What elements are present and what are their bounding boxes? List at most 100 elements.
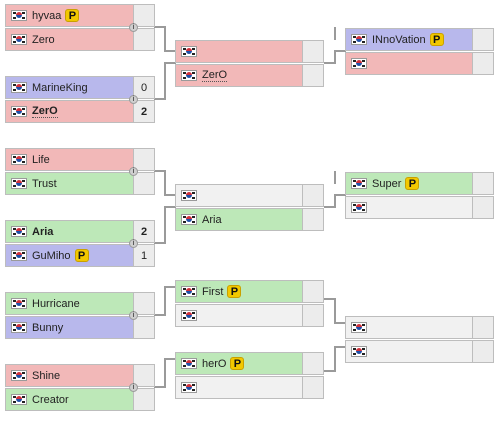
- south-korea-flag-icon: [11, 370, 27, 381]
- score-cell: [472, 172, 494, 195]
- match-info-icon[interactable]: i: [129, 311, 138, 320]
- player-name[interactable]: INnoVation: [372, 33, 426, 46]
- south-korea-flag-icon: [11, 298, 27, 309]
- score-cell: [302, 208, 324, 231]
- south-korea-flag-icon: [351, 178, 367, 189]
- score-cell: [472, 28, 494, 51]
- player-slot[interactable]: [345, 52, 473, 75]
- player-slot[interactable]: [175, 376, 303, 399]
- player-name[interactable]: GuMiho: [32, 249, 71, 262]
- player-name[interactable]: Bunny: [32, 321, 64, 334]
- player-name[interactable]: ZerO: [202, 69, 228, 82]
- player-slot[interactable]: ZerO: [175, 64, 303, 87]
- match-info-icon[interactable]: i: [129, 383, 138, 392]
- south-korea-flag-icon: [11, 82, 27, 93]
- south-korea-flag-icon: [11, 226, 27, 237]
- player-name[interactable]: Trust: [32, 177, 57, 190]
- player-name[interactable]: Life: [32, 153, 50, 166]
- premium-badge-icon: P: [429, 33, 444, 46]
- south-korea-flag-icon: [181, 286, 197, 297]
- score-cell: [302, 184, 324, 207]
- match-info-icon[interactable]: i: [129, 167, 138, 176]
- player-name[interactable]: hyvaa: [32, 9, 62, 22]
- score-cell: [472, 316, 494, 339]
- match-info-icon[interactable]: i: [129, 23, 138, 32]
- player-name[interactable]: Aria: [32, 225, 54, 238]
- player-slot[interactable]: Bunny: [5, 316, 134, 339]
- player-slot[interactable]: Zero: [5, 28, 134, 51]
- south-korea-flag-icon: [181, 382, 197, 393]
- match-info-icon[interactable]: i: [129, 239, 138, 248]
- score-cell: 0: [133, 76, 155, 99]
- match-info-icon[interactable]: i: [129, 95, 138, 104]
- player-slot[interactable]: MarineKing: [5, 76, 134, 99]
- player-name[interactable]: Aria: [202, 213, 222, 226]
- south-korea-flag-icon: [351, 322, 367, 333]
- score-cell: [133, 364, 155, 387]
- score-cell: [472, 340, 494, 363]
- premium-badge-icon: P: [230, 357, 245, 370]
- south-korea-flag-icon: [351, 58, 367, 69]
- premium-badge-icon: P: [74, 249, 89, 262]
- player-slot[interactable]: Trust: [5, 172, 134, 195]
- player-slot[interactable]: [175, 184, 303, 207]
- score-cell: [302, 352, 324, 375]
- score-cell: 2: [133, 100, 155, 123]
- south-korea-flag-icon: [11, 154, 27, 165]
- player-slot[interactable]: Aria: [175, 208, 303, 231]
- score-cell: [302, 40, 324, 63]
- player-name[interactable]: herO: [202, 357, 227, 370]
- south-korea-flag-icon: [181, 46, 197, 57]
- south-korea-flag-icon: [181, 70, 197, 81]
- south-korea-flag-icon: [181, 190, 197, 201]
- south-korea-flag-icon: [11, 10, 27, 21]
- score-cell: [133, 4, 155, 27]
- player-name[interactable]: ZerO: [32, 105, 58, 118]
- score-cell: [302, 280, 324, 303]
- player-slot[interactable]: [175, 40, 303, 63]
- score-cell: [133, 388, 155, 411]
- player-name[interactable]: Zero: [32, 33, 55, 46]
- player-slot[interactable]: ZerO: [5, 100, 134, 123]
- score-cell: [133, 172, 155, 195]
- south-korea-flag-icon: [181, 358, 197, 369]
- player-slot[interactable]: Life: [5, 148, 134, 171]
- player-name[interactable]: Super: [372, 177, 402, 190]
- south-korea-flag-icon: [181, 310, 197, 321]
- score-cell: 1: [133, 244, 155, 267]
- player-slot[interactable]: [345, 316, 473, 339]
- player-slot[interactable]: Aria: [5, 220, 134, 243]
- premium-badge-icon: P: [227, 285, 242, 298]
- player-name[interactable]: Shine: [32, 369, 61, 382]
- player-name[interactable]: MarineKing: [32, 81, 88, 94]
- player-slot[interactable]: Shine: [5, 364, 134, 387]
- south-korea-flag-icon: [11, 250, 27, 261]
- player-slot[interactable]: [175, 304, 303, 327]
- player-slot[interactable]: Hurricane: [5, 292, 134, 315]
- south-korea-flag-icon: [351, 202, 367, 213]
- south-korea-flag-icon: [11, 178, 27, 189]
- south-korea-flag-icon: [11, 106, 27, 117]
- score-cell: 2: [133, 220, 155, 243]
- premium-badge-icon: P: [65, 9, 80, 22]
- player-name[interactable]: Creator: [32, 393, 69, 406]
- score-cell: [472, 52, 494, 75]
- player-name[interactable]: First: [202, 285, 224, 298]
- player-name[interactable]: Hurricane: [32, 297, 80, 310]
- score-cell: [133, 28, 155, 51]
- south-korea-flag-icon: [11, 394, 27, 405]
- player-slot[interactable]: [345, 340, 473, 363]
- player-slot[interactable]: [345, 196, 473, 219]
- south-korea-flag-icon: [351, 34, 367, 45]
- south-korea-flag-icon: [11, 322, 27, 333]
- player-slot[interactable]: Creator: [5, 388, 134, 411]
- score-cell: [302, 64, 324, 87]
- south-korea-flag-icon: [181, 214, 197, 225]
